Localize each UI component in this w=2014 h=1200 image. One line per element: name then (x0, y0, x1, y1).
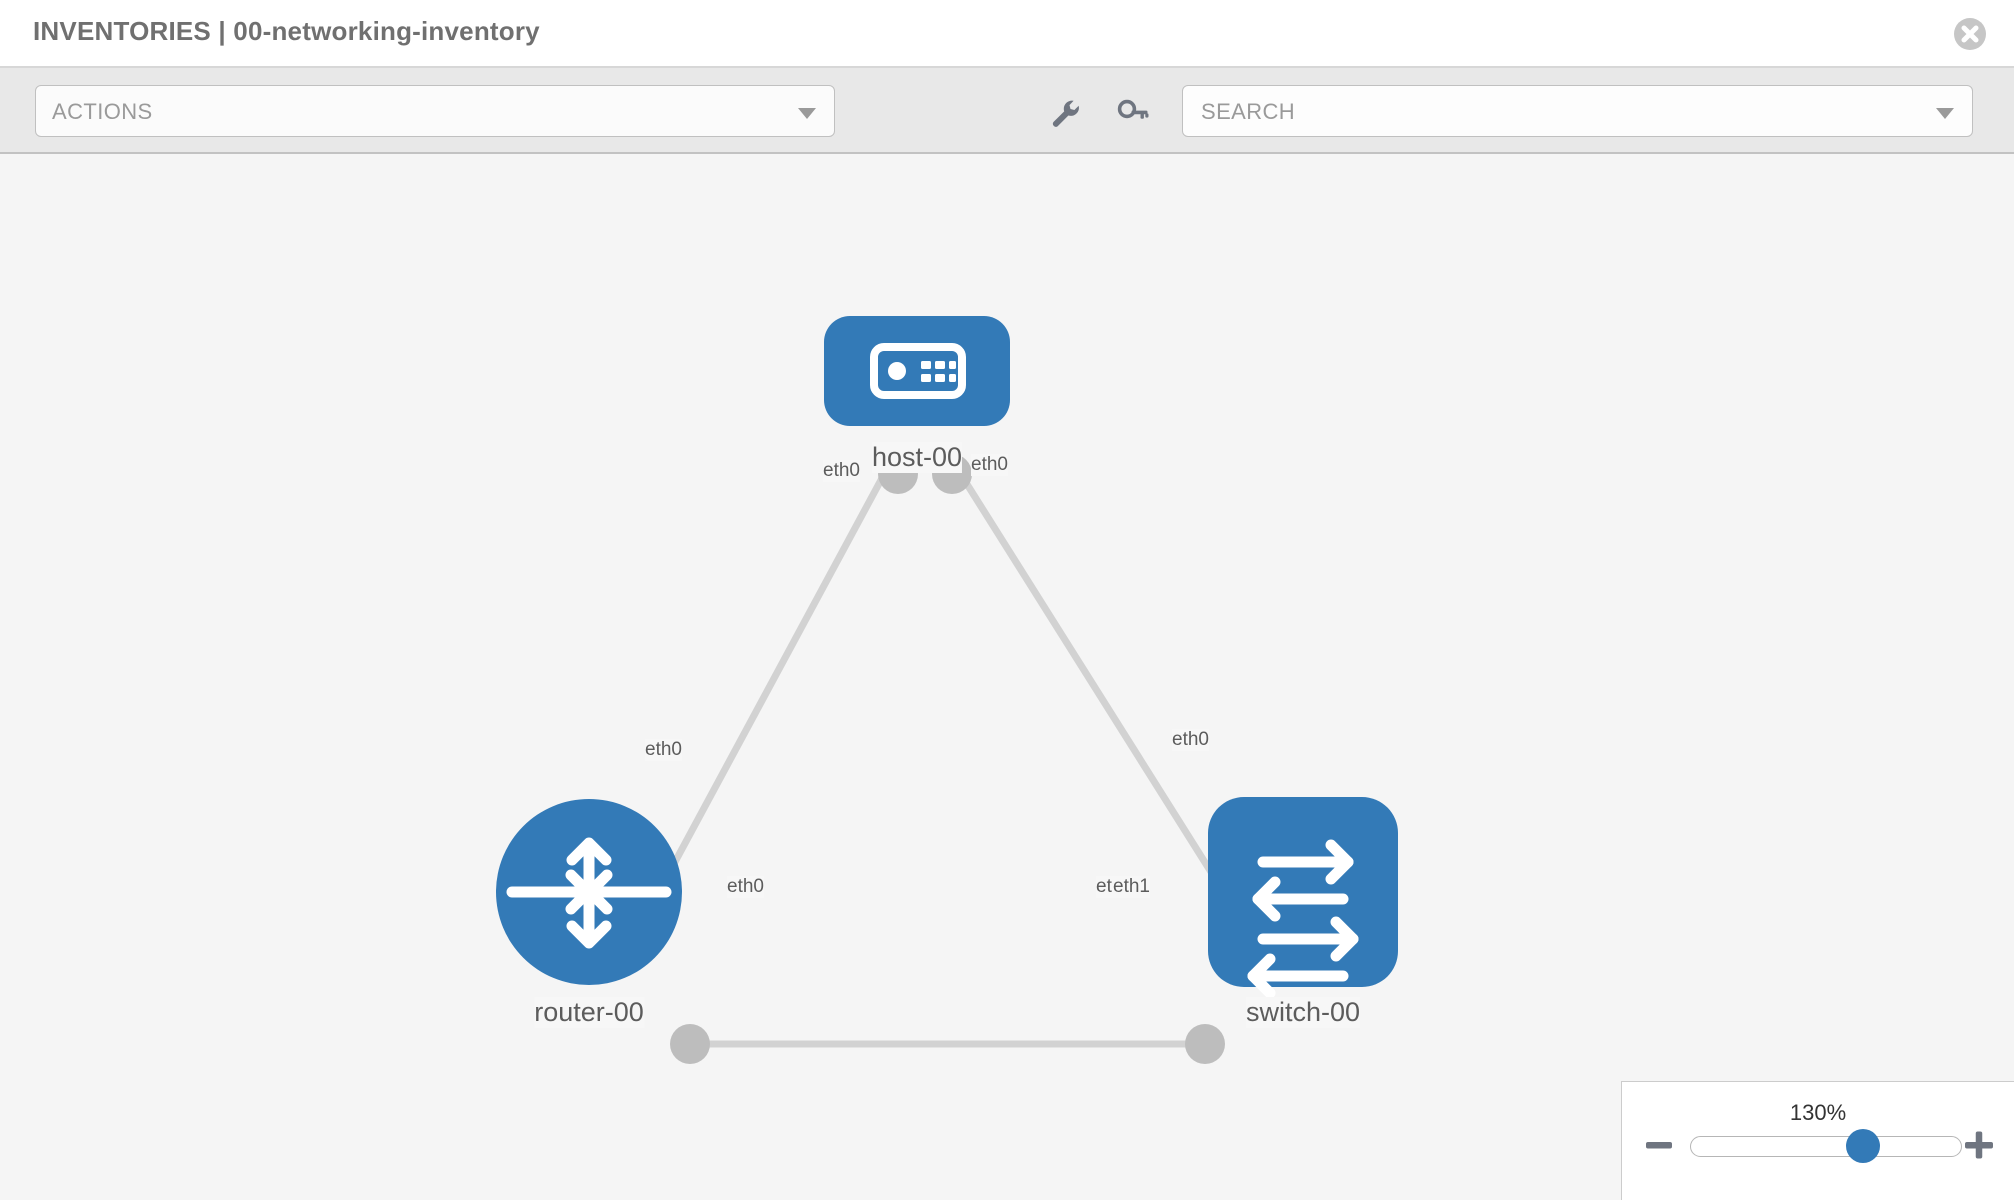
iface-label-switch-eth0-up: eth0 (1172, 729, 1209, 751)
chevron-down-icon[interactable] (1936, 108, 1954, 119)
page-header: INVENTORIES | 00-networking-inventory (0, 0, 2014, 68)
zoom-level-value: 130% (1789, 1100, 1847, 1125)
iface-label-host-eth0-right: eth0 (971, 454, 1008, 476)
topology-graph (496, 316, 1398, 1064)
node-label-router-00: router-00 (534, 997, 644, 1028)
topology-canvas[interactable]: host-00 router-00 switch-00 eth0 eth0 et… (0, 154, 2014, 1200)
close-icon[interactable] (1954, 18, 1986, 50)
zoom-control-panel: 130% (1621, 1081, 2014, 1200)
endpoint-switch-left (1185, 1024, 1225, 1064)
iface-label-router-eth0-up: eth0 (645, 739, 682, 761)
server-icon (870, 343, 966, 399)
page-title: INVENTORIES | 00-networking-inventory (33, 16, 540, 46)
minus-icon[interactable] (1642, 1128, 1676, 1162)
iface-label-host-eth0-left: eth0 (823, 460, 860, 482)
link-endpoints (670, 454, 1248, 1064)
actions-dropdown-label: ACTIONS (52, 99, 153, 124)
node-label-switch-00: switch-00 (1245, 997, 1361, 1028)
link-host-router (651, 452, 899, 901)
zoom-slider-thumb[interactable] (1846, 1129, 1880, 1163)
node-label-host-00: host-00 (871, 442, 963, 473)
key-icon[interactable] (1116, 96, 1150, 130)
endpoint-router-right (670, 1024, 710, 1064)
link-host-switch (945, 452, 1231, 901)
search-input[interactable] (1199, 86, 1923, 138)
chevron-down-icon (798, 108, 816, 119)
node-switch-00 (1208, 797, 1398, 999)
wrench-icon[interactable] (1048, 96, 1082, 130)
plus-icon[interactable] (1962, 1128, 1996, 1162)
toolbar: ACTIONS (0, 68, 2014, 154)
node-router-00 (496, 799, 682, 985)
router-arrows-icon (506, 837, 672, 949)
switch-arrows-icon (1247, 839, 1359, 999)
iface-label-switch-eth1-left: eth1 (1113, 876, 1150, 898)
actions-dropdown[interactable]: ACTIONS (35, 85, 835, 137)
iface-label-router-eth0-right: eth0 (727, 876, 764, 898)
zoom-slider-track[interactable] (1690, 1136, 1962, 1157)
node-host-00 (824, 316, 1010, 426)
search-box[interactable] (1182, 85, 1973, 138)
